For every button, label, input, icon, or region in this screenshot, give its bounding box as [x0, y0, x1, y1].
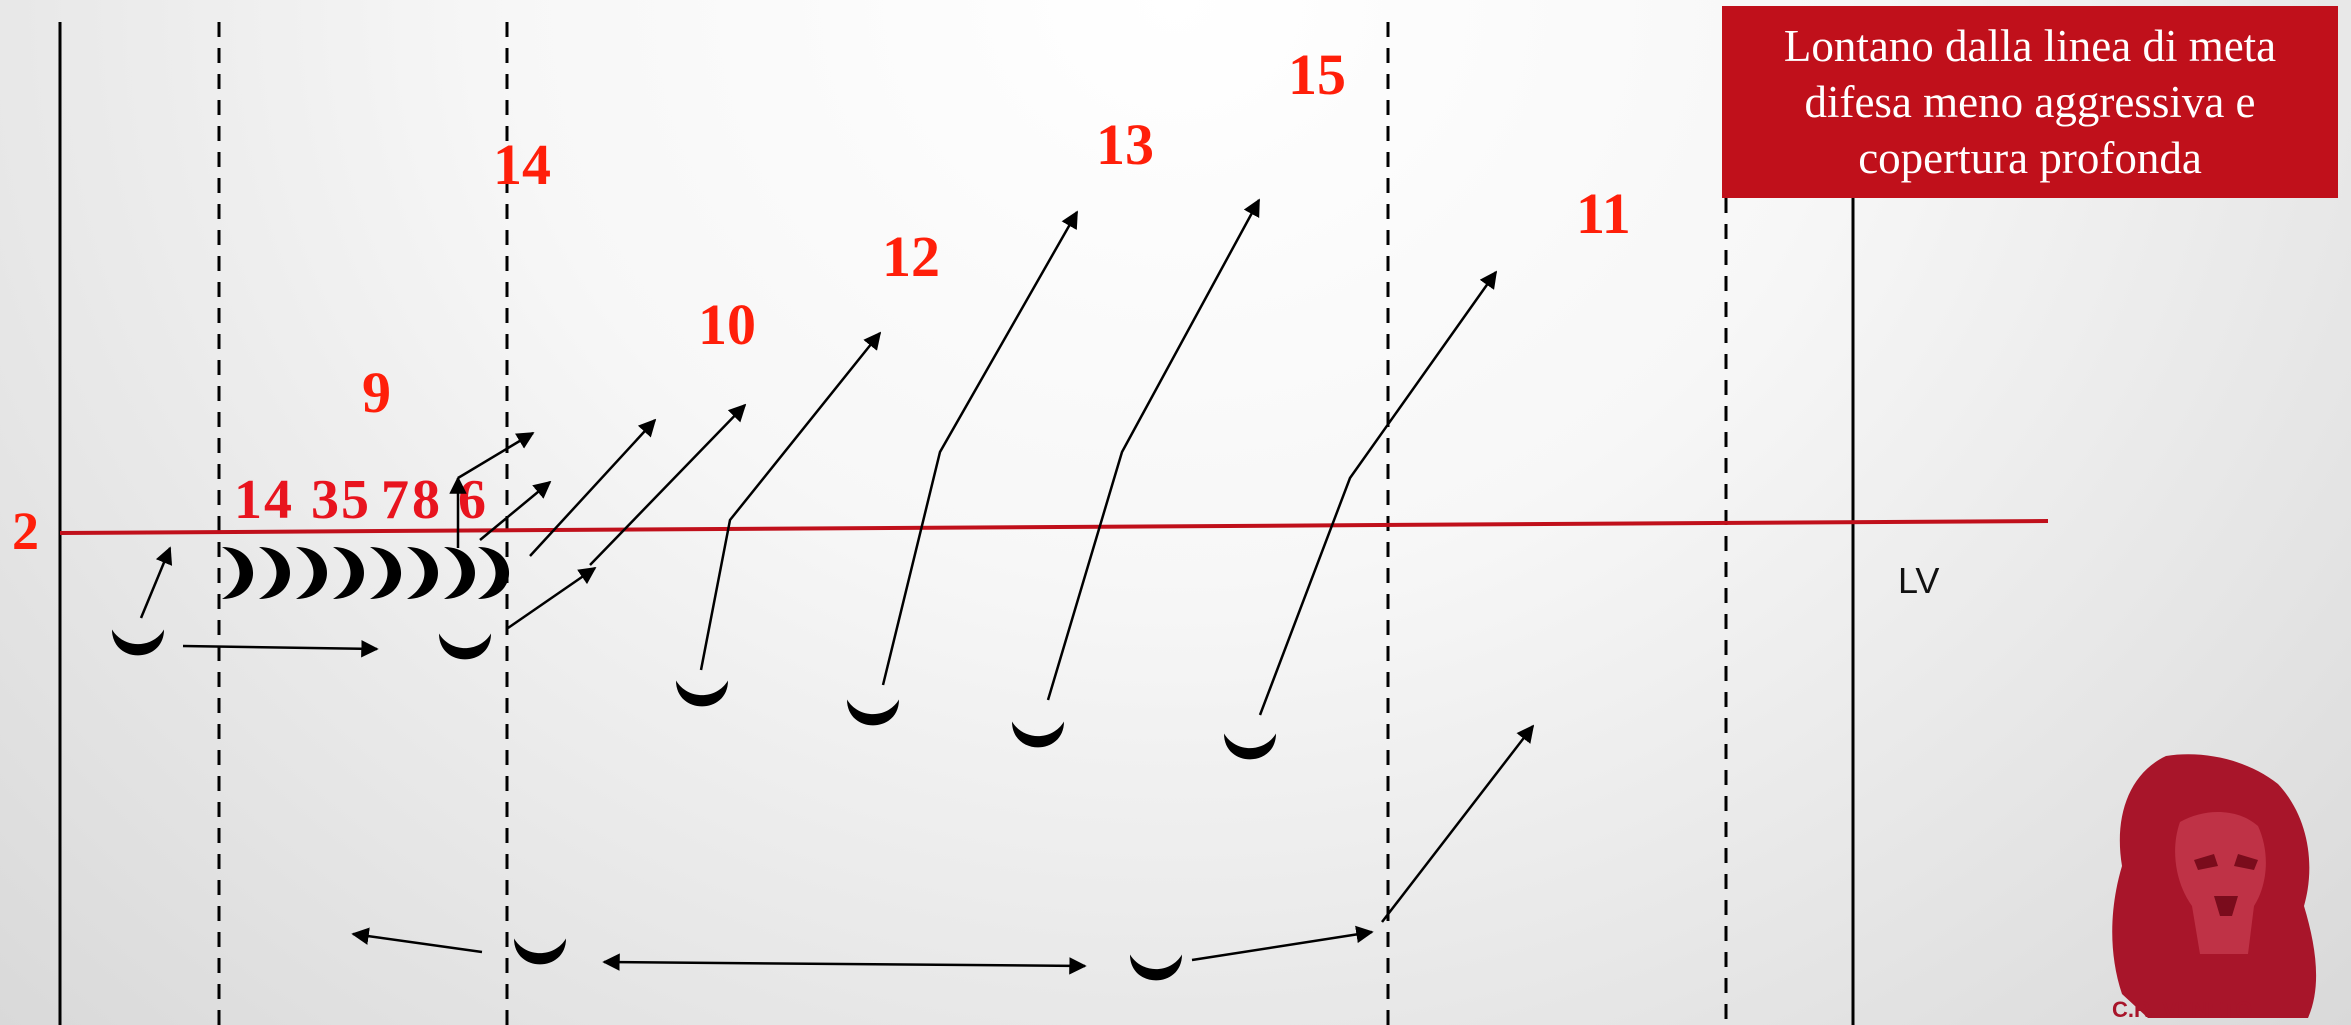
pack-player [296, 547, 328, 599]
arrow [182, 640, 379, 658]
arrow [1381, 724, 1535, 923]
lion-face-detail [2175, 811, 2266, 954]
arrow [529, 418, 657, 557]
arrow [139, 546, 173, 619]
arrow [1191, 925, 1374, 962]
pack-player [222, 547, 254, 599]
pack-number: 5 [341, 469, 369, 531]
player-number: 10 [698, 292, 756, 357]
pack-number: 6 [458, 469, 486, 531]
arrow [602, 953, 1087, 975]
pack-number: 3 [311, 469, 339, 531]
pack-player [407, 547, 439, 599]
arrow [881, 210, 1079, 686]
player-number: 13 [1096, 112, 1154, 177]
pack [222, 547, 510, 599]
arrow [479, 480, 552, 541]
pack-numbers: 1 4 3 5 7 8 6 [234, 469, 486, 531]
pack-number: 7 [381, 469, 409, 531]
side-label: 2 [12, 501, 39, 561]
pack-player [370, 547, 402, 599]
gain-line [59, 519, 2049, 535]
player-number: 9 [362, 360, 391, 425]
title-text: Lontano dalla linea di meta difesa meno … [1783, 21, 2277, 183]
defender-player [847, 699, 899, 726]
player-number: 15 [1288, 42, 1346, 107]
pack-number: 1 [234, 469, 262, 531]
arrow [589, 403, 747, 566]
defender-player [1012, 721, 1064, 748]
pack-player [478, 547, 510, 599]
defender-player [676, 680, 728, 707]
defender-player [1130, 954, 1182, 981]
defender-player [439, 633, 491, 660]
lv-label: LV [1898, 560, 1939, 601]
player-numbers: 9 14 10 12 13 15 11 [362, 42, 1631, 425]
arrow [1046, 198, 1261, 701]
player-number: 11 [1576, 181, 1631, 246]
lion-nose [2214, 896, 2238, 916]
lion-eyes [2194, 854, 2258, 870]
movement-arrows [139, 198, 1535, 975]
logo-caption: C.R. VENETO [2112, 997, 2252, 1022]
cr-veneto-logo: C.R. VENETO [2112, 754, 2317, 1022]
player-number: 12 [882, 224, 940, 289]
field-lines [58, 22, 2049, 1025]
player-number: 14 [493, 132, 551, 197]
arrow [699, 331, 882, 671]
arrow [1258, 270, 1498, 716]
defender-player [514, 938, 566, 965]
pack-player [444, 547, 476, 599]
arrow [507, 566, 597, 630]
defender-player [1224, 733, 1276, 760]
title-box: Lontano dalla linea di meta difesa meno … [1722, 6, 2338, 198]
pack-player [259, 547, 291, 599]
pack-player [333, 547, 365, 599]
pack-number: 8 [412, 469, 440, 531]
defenders [112, 629, 1276, 981]
arrow [351, 927, 483, 954]
arrow [457, 431, 535, 480]
pack-number: 4 [264, 469, 292, 531]
defender-player [112, 629, 164, 656]
